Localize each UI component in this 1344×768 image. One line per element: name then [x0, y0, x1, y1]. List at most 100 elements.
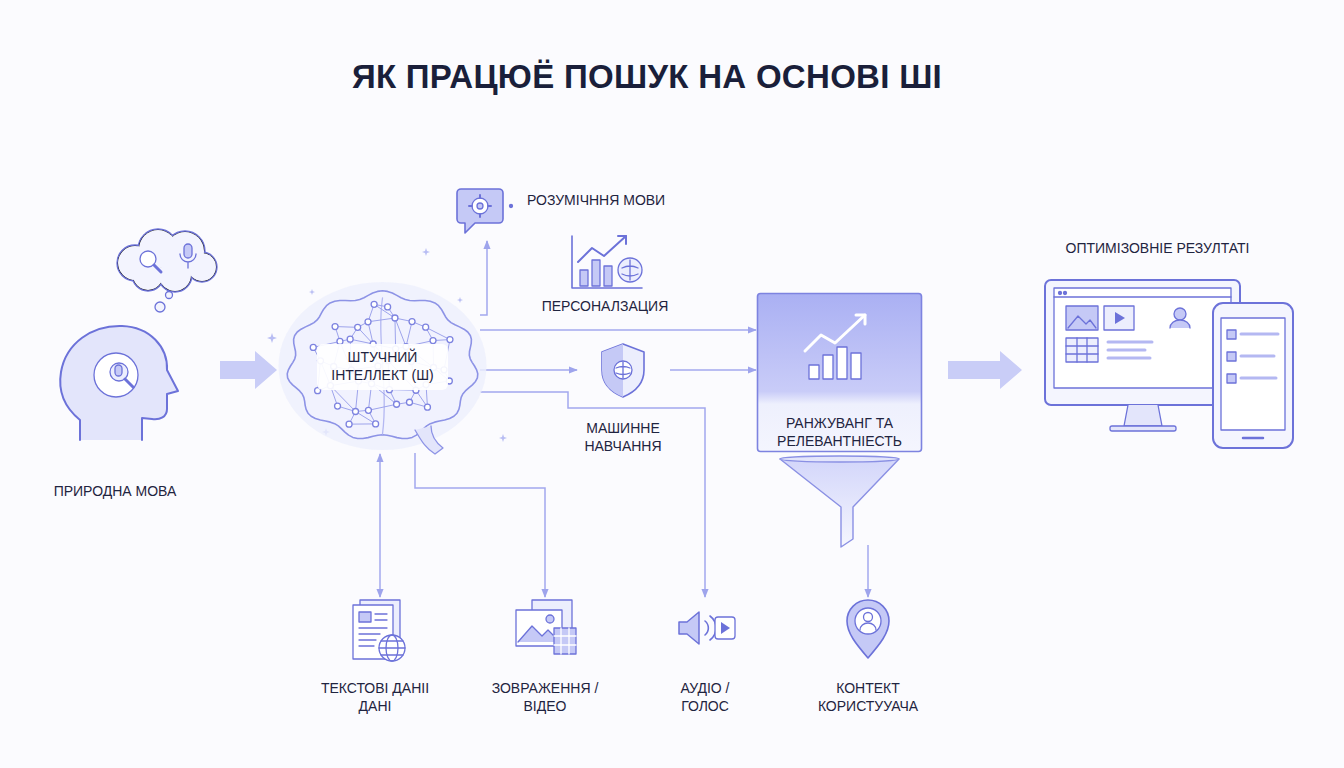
sparkle — [309, 289, 315, 295]
brain-glow — [279, 282, 487, 450]
drawing-part — [94, 353, 138, 397]
drawing-part — [592, 260, 600, 286]
drawing-part — [1221, 318, 1285, 430]
drawing-part — [60, 326, 178, 440]
sparkle — [267, 333, 277, 343]
text-data-node: ТЕКСТОВІ ДАНІІ ДАНІ — [320, 598, 440, 720]
network-node — [335, 403, 341, 409]
node-label: МАШИННЕ НАВЧАННЯ — [578, 420, 668, 456]
block-arrow — [220, 351, 277, 389]
network-link — [349, 423, 376, 424]
head-icon-node: ПРИРОДНА МОВА — [40, 225, 220, 505]
network-node — [392, 315, 398, 321]
node-label: АУДІО / ГОЛОС — [655, 680, 755, 716]
connector-line — [480, 369, 577, 371]
node-label: ОПТИМІЗОВНІЕ РЕЗУЛТАТІ — [1040, 240, 1275, 258]
drawing-part — [154, 265, 161, 272]
drawing-part — [823, 355, 833, 379]
drawing-part — [1064, 292, 1067, 295]
connector-line — [379, 454, 381, 597]
network-link — [368, 318, 395, 322]
drawing-part — [1124, 405, 1162, 426]
icon-group — [60, 229, 217, 440]
network-link — [395, 318, 406, 347]
brain-stem — [415, 426, 443, 454]
network-link — [368, 404, 396, 410]
drawing-part — [1108, 342, 1152, 358]
node-label: ПРИРОДНА МОВА — [40, 483, 190, 501]
icon-group — [847, 600, 889, 658]
drawing-part — [472, 198, 488, 214]
drawing-part — [572, 236, 642, 288]
block-arrow — [948, 351, 1022, 389]
drawing-part — [1068, 316, 1096, 328]
drawing-part — [705, 616, 716, 640]
drawing-part — [1115, 312, 1125, 324]
icon-group — [353, 600, 405, 661]
drawing-part — [1213, 303, 1293, 448]
drawing-part — [614, 361, 632, 379]
connector-line — [867, 545, 869, 597]
drawing-part — [809, 365, 819, 379]
drawing-part — [115, 365, 122, 376]
drawing-part — [159, 259, 191, 291]
machine-learning-node: МАШИННЕ НАВЧАННЯ — [578, 342, 670, 460]
drawing-part — [856, 315, 865, 324]
drawing-part — [184, 244, 192, 258]
image-video-node: ЗОВРАЖЕННЯ / ВІДЕО — [480, 598, 612, 720]
sparkle — [422, 248, 430, 256]
drawing-part — [1066, 306, 1098, 330]
personalization-node: ПЕРСОНАЛЗАЦИЯ — [530, 232, 682, 320]
drawing-part — [1059, 292, 1062, 295]
drawing-part — [379, 641, 405, 655]
drawing-part — [864, 613, 873, 622]
drawing-part — [604, 266, 612, 286]
drawing-part — [166, 292, 173, 299]
node-label: ЗОВРАЖЕННЯ / ВІДЕО — [480, 680, 610, 716]
drawing-part — [1241, 333, 1278, 336]
diagram-title: ЯК ПРАЦЮЁ ПОШУК НА ОСНОВІ ШІ — [0, 58, 1294, 96]
network-node — [430, 338, 436, 344]
drawing-part — [155, 302, 165, 312]
network-node — [365, 319, 371, 325]
network-node — [373, 421, 379, 427]
drawing-part — [837, 347, 847, 379]
drawing-part — [118, 230, 216, 291]
network-link — [406, 322, 412, 347]
drawing-part — [125, 379, 133, 387]
node-label: ПЕРСОНАЛЗАЦИЯ — [530, 298, 680, 316]
network-node — [310, 344, 316, 350]
drawing-part — [758, 294, 922, 452]
drawing-part — [359, 612, 371, 622]
drawing-part — [860, 623, 876, 630]
node-icon — [1040, 240, 1300, 450]
sparkle — [499, 434, 507, 442]
drawing-part — [1174, 308, 1186, 320]
drawing-part — [469, 195, 491, 217]
user-context-node: КОНТЕКТ КОРИСТУУАЧА — [800, 598, 938, 720]
node-label: РОЗУМІЧННЯ МОВИ — [527, 192, 679, 210]
drawing-part — [180, 254, 196, 268]
network-node — [394, 401, 400, 407]
drawing-part — [618, 236, 626, 244]
node-icon — [40, 225, 220, 505]
drawing-part — [715, 617, 735, 639]
sparkle — [457, 297, 463, 303]
network-node — [371, 301, 377, 307]
icon-group — [287, 291, 478, 454]
icon-group — [1045, 280, 1293, 448]
network-node — [409, 319, 415, 325]
drawing-part — [721, 622, 730, 634]
icon-group — [457, 189, 513, 233]
drawing-part — [1110, 426, 1176, 431]
drawing-part — [578, 236, 626, 262]
node-label: ТЕКСТОВІ ДАНІІ ДАНІ — [320, 680, 430, 716]
drawing-part — [679, 612, 699, 644]
connector-line — [670, 369, 756, 371]
drawing-part — [580, 270, 588, 286]
connector-line — [480, 241, 487, 315]
drawing-part — [780, 459, 899, 547]
brain-outline — [287, 291, 478, 439]
connector-line — [415, 453, 545, 597]
drawing-part — [622, 260, 638, 280]
